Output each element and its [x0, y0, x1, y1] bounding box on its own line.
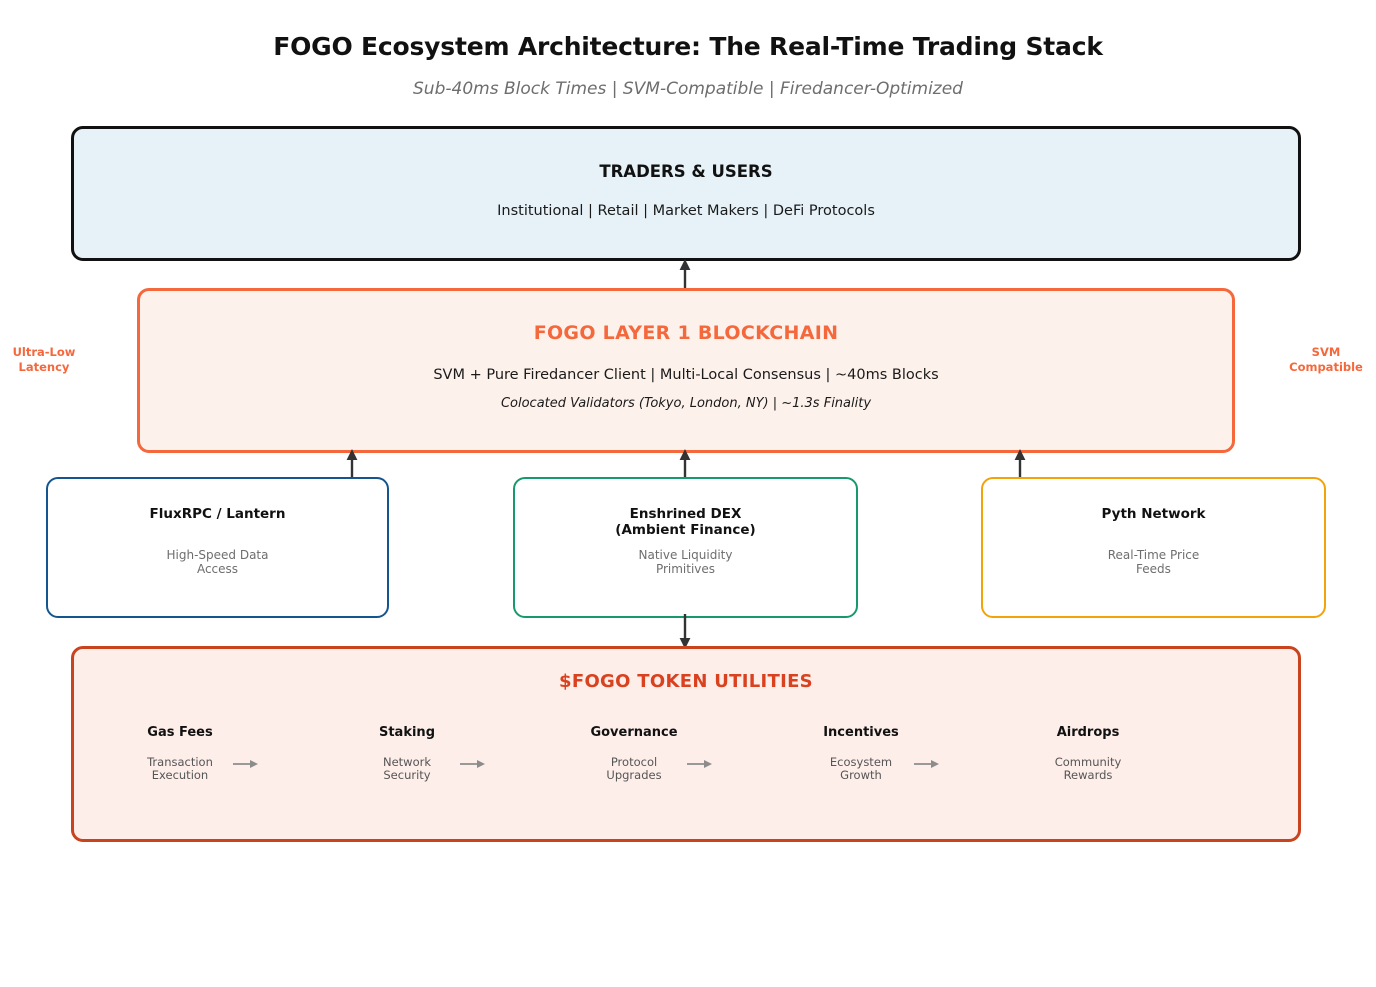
service-box-enshrined-dex: Enshrined DEX(Ambient Finance) Native Li… — [513, 477, 858, 618]
traders-subtitle: Institutional | Retail | Market Makers |… — [497, 203, 875, 219]
connector-dex-to-token-utilities — [676, 614, 694, 650]
page-title: FOGO Ecosystem Architecture: The Real-Ti… — [273, 32, 1103, 61]
utility-flow-arrow-icon-3 — [687, 756, 713, 770]
page-subtitle: Sub-40ms Block Times | SVM-Compatible | … — [413, 79, 963, 99]
utility-label-incentives: Incentives — [823, 725, 899, 740]
traders-and-users-box: TRADERS & USERS Institutional | Retail |… — [71, 126, 1301, 261]
service-title-pyth-network: Pyth Network — [1101, 506, 1206, 522]
token-utilities-box: $FOGO TOKEN UTILITIES Gas Fees Transacti… — [71, 646, 1301, 842]
utility-label-gas-fees: Gas Fees — [147, 725, 213, 740]
fogo-layer1-title: FOGO LAYER 1 BLOCKCHAIN — [533, 322, 839, 344]
service-title-fluxrpc: FluxRPC / Lantern — [149, 506, 286, 522]
utility-flow-arrow-icon-4 — [914, 756, 940, 770]
fogo-layer1-line2: Colocated Validators (Tokyo, London, NY)… — [500, 396, 872, 411]
service-title-enshrined-dex: Enshrined DEX(Ambient Finance) — [615, 506, 756, 538]
utility-label-airdrops: Airdrops — [1056, 725, 1120, 740]
utility-label-governance: Governance — [590, 725, 678, 740]
traders-title: TRADERS & USERS — [599, 162, 773, 181]
fogo-layer1-line1: SVM + Pure Firedancer Client | Multi-Loc… — [433, 367, 939, 383]
token-utilities-title: $FOGO TOKEN UTILITIES — [559, 671, 813, 692]
utility-flow-arrow-icon-1 — [233, 756, 259, 770]
utility-label-staking: Staking — [378, 725, 435, 740]
utility-flow-arrow-icon-2 — [460, 756, 486, 770]
fogo-layer1-box: FOGO LAYER 1 BLOCKCHAIN SVM + Pure Fired… — [137, 288, 1235, 453]
